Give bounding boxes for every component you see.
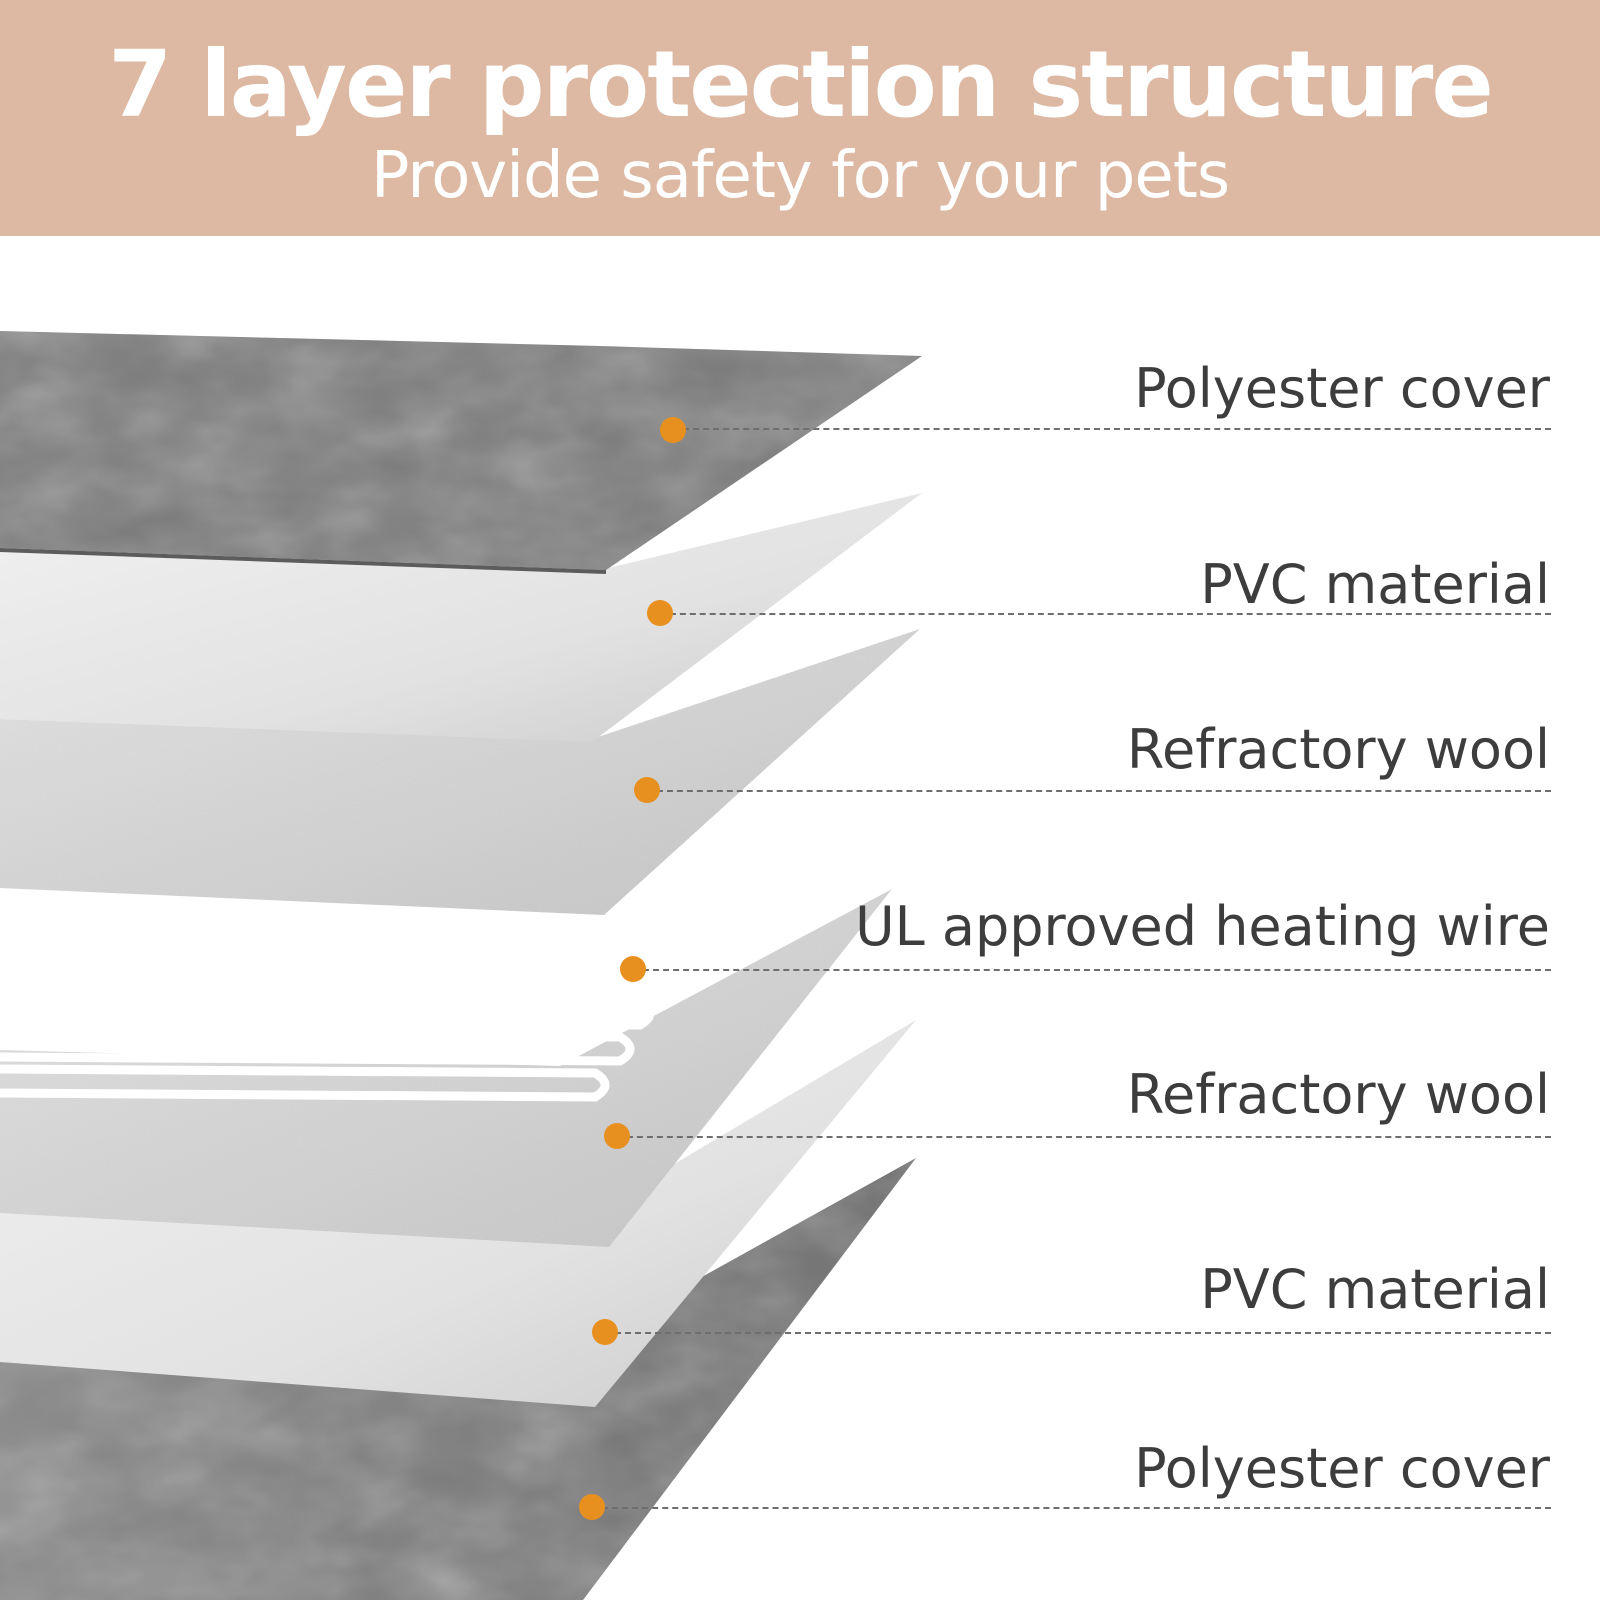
layer-label-refractory-wool-upper: Refractory wool [1126, 718, 1550, 781]
marker-dot-4 [620, 956, 646, 982]
marker-dot-2 [647, 600, 673, 626]
layer-label-pvc-bottom: PVC material [1200, 1258, 1550, 1321]
leader-line-5 [617, 1136, 1551, 1138]
layer-label-polyester-cover-top: Polyester cover [1134, 357, 1550, 420]
layer-refractory-wool-upper [0, 629, 920, 915]
marker-dot-5 [604, 1123, 630, 1149]
marker-dot-6 [592, 1319, 618, 1345]
page-title: 7 layer protection structure [108, 31, 1494, 138]
layer-label-refractory-wool-lower: Refractory wool [1126, 1063, 1550, 1126]
marker-dot-3 [634, 777, 660, 803]
leader-line-1 [673, 428, 1551, 430]
layer-label-heating-wire: UL approved heating wire [855, 895, 1550, 958]
layer-label-polyester-cover-bottom: Polyester cover [1134, 1437, 1550, 1500]
layer-pvc-top [0, 493, 922, 742]
header-banner [0, 0, 1600, 236]
leader-line-7 [592, 1507, 1551, 1509]
marker-dot-7 [579, 1494, 605, 1520]
leader-line-2 [660, 613, 1551, 615]
page-subtitle: Provide safety for your pets [370, 139, 1230, 213]
layer-heating-wire [0, 780, 876, 1102]
layer-pvc-bottom [0, 1020, 916, 1407]
leader-line-6 [605, 1332, 1551, 1334]
layer-label-pvc-top: PVC material [1200, 553, 1550, 616]
layer-polyester-cover-top-edge [0, 548, 606, 574]
marker-dot-1 [660, 417, 686, 443]
layer-polyester-cover-top [0, 331, 922, 570]
leader-line-3 [647, 790, 1551, 792]
leader-line-4 [633, 969, 1551, 971]
